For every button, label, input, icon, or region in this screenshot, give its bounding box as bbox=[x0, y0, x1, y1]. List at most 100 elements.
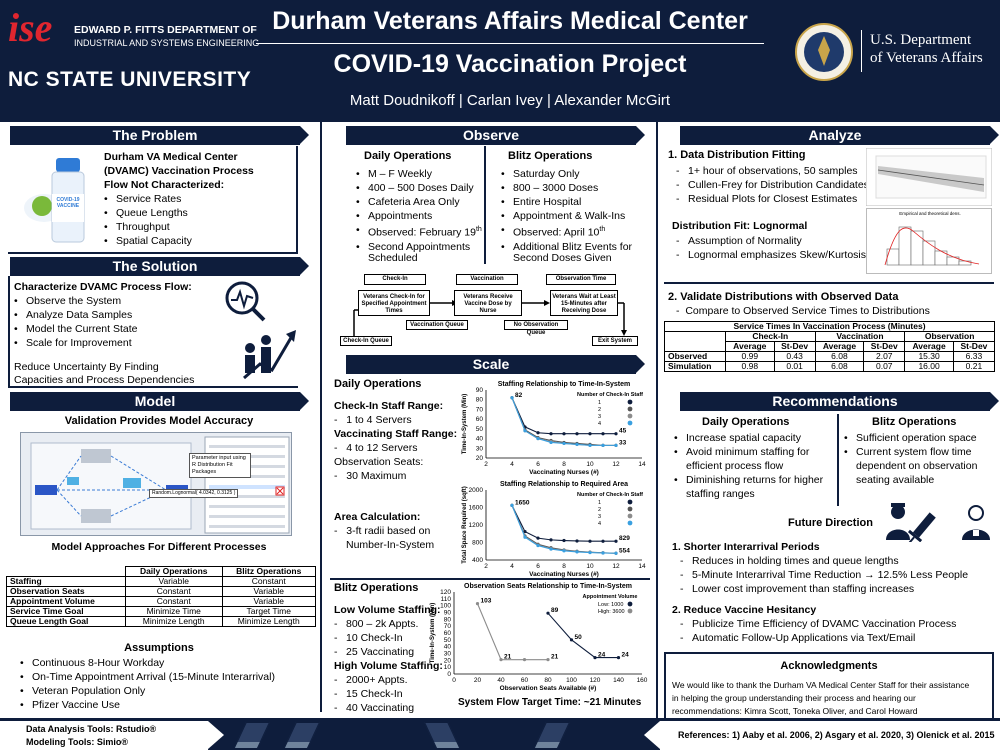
flow-header-observation: Observation Time bbox=[546, 274, 616, 285]
x-tick-label: 0 bbox=[452, 677, 456, 684]
list-item: Observe the System bbox=[14, 294, 137, 308]
va-name-1: U.S. Department bbox=[870, 32, 972, 48]
list-item: Lognormal emphasizes Skew/Kurtosis bbox=[676, 248, 866, 262]
histogram-thumbnail: Empirical and theoretical dens. bbox=[866, 208, 992, 274]
list-item: Publicize Time Efficiency of DVAMC Vacci… bbox=[680, 617, 956, 631]
data-point bbox=[562, 538, 566, 543]
list-item: Service Rates bbox=[104, 192, 192, 206]
list-item: 1+ hour of observations, 50 samples bbox=[676, 164, 869, 178]
vaccine-vial-icon bbox=[24, 158, 85, 243]
data-label: 21 bbox=[551, 654, 559, 661]
list-item: Second Appointments bbox=[356, 240, 482, 254]
list-item: 2000+ Appts. bbox=[334, 673, 414, 687]
chart-time-vs-nurses: Staffing Relationship to Time-In-System2… bbox=[462, 381, 646, 476]
scale-daily-title: Daily Operations bbox=[334, 378, 422, 390]
legend-marker bbox=[627, 520, 633, 526]
callout-line-2: R Distribution Fit bbox=[192, 462, 233, 468]
table-cell: Variable bbox=[221, 596, 316, 607]
data-point bbox=[588, 550, 592, 555]
table-header-cell bbox=[7, 567, 126, 577]
data-label: 1650 bbox=[515, 499, 530, 506]
list-item: 10 Check-In bbox=[334, 631, 418, 645]
recs-blitz-list: Sufficient operation space Current syste… bbox=[844, 431, 977, 459]
simio-model-screenshot: Parameter input using R Distribution Fit… bbox=[20, 432, 292, 536]
distribution-expression: Random.Lognormal( 4.0342, 0.3125 ) bbox=[149, 489, 239, 498]
future-1-title: 1. Shorter Interarrival Periods bbox=[672, 541, 820, 553]
service-times-table: Service Times In Vaccination Process (Mi… bbox=[664, 321, 996, 372]
data-label: 82 bbox=[515, 392, 523, 399]
y-axis-label: Time-In-System (Min) bbox=[430, 603, 436, 664]
data-point bbox=[475, 602, 480, 606]
histogram-bars bbox=[884, 226, 980, 266]
data-point bbox=[510, 503, 514, 507]
table-header-cell: St-Dev bbox=[952, 341, 996, 352]
list-item: Automatic Follow-Up Applications via Tex… bbox=[680, 631, 956, 645]
y-tick-label: 800 bbox=[472, 540, 483, 547]
column-divider-2 bbox=[656, 122, 658, 720]
data-point bbox=[562, 549, 566, 553]
data-point bbox=[588, 432, 592, 436]
y-tick-label: 110 bbox=[441, 596, 452, 603]
data-label: 829 bbox=[619, 535, 630, 542]
legend-label: 1 bbox=[598, 500, 601, 506]
table-cell: Queue Length Goal bbox=[6, 616, 126, 627]
area-label: Area Calculation: bbox=[334, 511, 421, 523]
x-tick-label: 100 bbox=[566, 677, 577, 684]
list-item: Queue Lengths bbox=[104, 206, 192, 220]
table-header-cell: Observation bbox=[904, 331, 995, 342]
y-tick-label: 120 bbox=[440, 589, 451, 596]
list-item: Saturday Only bbox=[501, 167, 632, 181]
list-item: Appointment & Walk-Ins bbox=[501, 209, 632, 223]
histogram-title: Empirical and theoretical dens. bbox=[899, 211, 961, 216]
table-header-cell: Average bbox=[904, 341, 954, 352]
data-point bbox=[575, 539, 579, 543]
x-axis-label: Observation Seats Available (#) bbox=[500, 685, 597, 692]
target-time: System Flow Target Time: ~21 Minutes bbox=[458, 697, 642, 708]
legend-label: 3 bbox=[598, 414, 601, 420]
assumptions-list: Continuous 8-Hour Workday On-Time Appoin… bbox=[20, 656, 275, 712]
table-cell: Minimize Length bbox=[124, 616, 223, 627]
legend-label: 4 bbox=[598, 521, 601, 527]
y-tick-label: 30 bbox=[476, 445, 484, 452]
callout-line-3: Packages bbox=[192, 469, 217, 475]
list-item: Observed: April 10th bbox=[501, 223, 632, 240]
legend-marker bbox=[627, 601, 633, 607]
seats-label: Observation Seats: bbox=[334, 456, 424, 468]
legend-label: 3 bbox=[598, 514, 601, 520]
table-cell: 16.00 bbox=[904, 361, 954, 372]
list-item: Increase spatial capacity bbox=[674, 431, 809, 445]
observe-blitz-title: Blitz Operations bbox=[508, 150, 593, 162]
table-title-cell: Service Times In Vaccination Process (Mi… bbox=[664, 321, 995, 332]
flow-header-checkin: Check-In bbox=[364, 274, 426, 285]
y-tick-label: 50 bbox=[476, 426, 484, 433]
analyze-s2-item: - Compare to Observed Service Times to D… bbox=[676, 305, 930, 317]
analyze-s1-title: 1. Data Distribution Fitting bbox=[668, 149, 806, 161]
future-2-title: 2. Reduce Vaccine Hesitancy bbox=[672, 604, 817, 616]
x-tick-label: 6 bbox=[536, 461, 540, 468]
section-scale: Scale bbox=[346, 355, 645, 374]
footer-tools-box bbox=[0, 721, 208, 750]
low-volume-label: Low Volume Staffing: bbox=[334, 604, 441, 616]
data-point bbox=[536, 543, 540, 548]
data-point bbox=[569, 638, 574, 642]
fit-title: Distribution Fit: Lognormal bbox=[672, 220, 808, 232]
recs-daily-list-2: Diminishing returns for higher bbox=[674, 473, 823, 487]
va-name-2: of Veterans Affairs bbox=[870, 50, 983, 66]
data-label: 45 bbox=[619, 428, 627, 435]
data-point bbox=[601, 539, 605, 543]
data-point bbox=[601, 432, 605, 436]
list-item: Model the Current State bbox=[14, 322, 137, 336]
y-tick-label: 20 bbox=[476, 455, 484, 462]
future-1-list: Reduces in holding times and queue lengt… bbox=[680, 554, 968, 596]
list-item: 800 – 3000 Doses bbox=[501, 181, 632, 195]
section-solution: The Solution bbox=[10, 257, 309, 276]
data-point bbox=[523, 535, 527, 539]
data-point bbox=[562, 432, 566, 436]
legend-label: 1 bbox=[598, 400, 601, 406]
table-header-cell: Daily Operations bbox=[124, 566, 223, 577]
data-point bbox=[614, 443, 618, 447]
problem-line-1: Durham VA Medical Center bbox=[104, 151, 238, 163]
series-line bbox=[476, 603, 548, 661]
